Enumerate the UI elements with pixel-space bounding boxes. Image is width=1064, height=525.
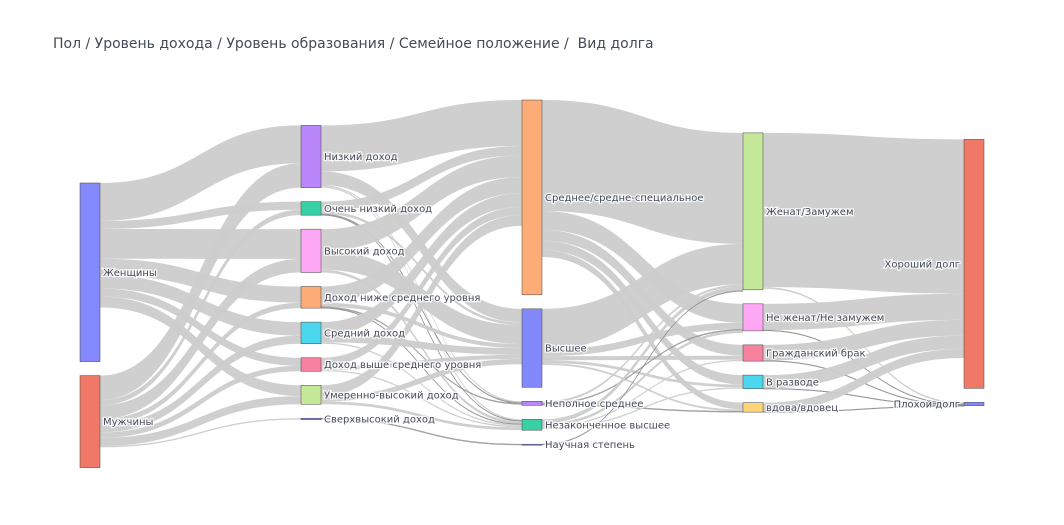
sankey-link-m-inc_mhigh[interactable] — [100, 396, 301, 446]
sankey-node-ms_div[interactable] — [742, 374, 764, 389]
sankey-node-label-f: Женщины — [103, 268, 157, 279]
sankey-link-inc_high-edu_sec[interactable] — [321, 155, 522, 251]
sankey-node-inc_below[interactable] — [300, 286, 322, 309]
sankey-node-edu_sec[interactable] — [521, 99, 543, 296]
sankey-link-ms_wid-debt_bad[interactable] — [762, 405, 965, 413]
sankey-link-edu_high-ms_married[interactable] — [542, 243, 743, 350]
sankey-link-ms_div-debt_good[interactable] — [763, 335, 964, 389]
sankey-link-edu_high-ms_civil[interactable] — [542, 355, 743, 361]
sankey-node-label-edu_inch: Незаконченное высшее — [545, 420, 670, 431]
sankey-node-debt_bad[interactable] — [963, 402, 985, 406]
sankey-node-inc_vlow[interactable] — [300, 201, 322, 216]
sankey-link-edu_inch-ms_civil[interactable] — [542, 359, 743, 428]
sankey-node-ms_civil[interactable] — [742, 344, 764, 362]
sankey-link-m-inc_vhigh[interactable] — [100, 418, 301, 448]
sankey-link-m-inc_vlow[interactable] — [100, 209, 301, 406]
sankey-link-edu_high-ms_div[interactable] — [542, 360, 743, 388]
sankey-link-edu_incs-ms_married[interactable] — [542, 284, 743, 404]
sankey-link-f-inc_low[interactable] — [100, 125, 301, 221]
sankey-node-inc_high[interactable] — [300, 228, 322, 273]
sankey-node-edu_sci[interactable] — [521, 443, 543, 446]
sankey-link-edu_sec-ms_wid[interactable] — [542, 250, 743, 410]
sankey-node-label-edu_high: Высшее — [545, 344, 587, 355]
sankey-link-inc_mid-edu_high[interactable] — [321, 335, 522, 355]
sankey-link-edu_high-ms_single[interactable] — [542, 322, 743, 357]
sankey-node-label-edu_sec: Среднее/средне-специальное — [545, 193, 704, 204]
sankey-link-edu_inch-ms_married[interactable] — [542, 286, 743, 424]
sankey-link-inc_low-edu_sec[interactable] — [321, 100, 522, 172]
sankey-node-inc_mhigh[interactable] — [300, 385, 322, 405]
sankey-node-label-edu_sci: Научная степень — [545, 440, 635, 451]
sankey-link-m-inc_above[interactable] — [100, 365, 301, 438]
sankey-link-f-inc_high[interactable] — [100, 229, 301, 259]
sankey-node-edu_high[interactable] — [521, 308, 543, 388]
sankey-link-edu_inch-ms_div[interactable] — [542, 387, 743, 429]
sankey-node-label-inc_below: Доход ниже среднего уровня — [324, 293, 480, 304]
sankey-node-label-m: Мужчины — [103, 417, 153, 428]
sankey-link-edu_sec-ms_married[interactable] — [542, 100, 743, 244]
sankey-node-label-edu_incs: Неполное среднее — [545, 399, 643, 410]
sankey-link-inc_mhigh-edu_high[interactable] — [321, 358, 522, 402]
sankey-node-label-ms_civil: Гражданский брак — [766, 349, 866, 360]
sankey-link-edu_high-ms_wid[interactable] — [542, 362, 743, 412]
sankey-node-label-inc_mid: Средний доход — [324, 328, 405, 339]
sankey-link-inc_mhigh-edu_inch[interactable] — [321, 401, 522, 431]
chart-title: Пол / Уровень дохода / Уровень образован… — [53, 36, 654, 52]
sankey-link-ms_wid-debt_good[interactable] — [763, 348, 964, 412]
sankey-link-inc_above-edu_sec[interactable] — [321, 206, 522, 366]
sankey-node-label-ms_wid: вдова/вдовец — [766, 403, 838, 414]
sankey-link-inc_high-edu_high[interactable] — [321, 250, 522, 345]
sankey-node-label-ms_single: Не женат/Не замужем — [766, 313, 884, 324]
sankey-node-edu_incs[interactable] — [521, 401, 543, 406]
sankey-link-ms_civil-debt_good[interactable] — [763, 319, 964, 361]
sankey-link-inc_vlow-edu_sec[interactable] — [321, 146, 522, 212]
sankey-node-label-inc_low: Низкий доход — [324, 152, 398, 163]
sankey-link-inc_above-edu_high[interactable] — [321, 354, 522, 370]
sankey-node-label-debt_bad: Плохой долг — [894, 399, 960, 410]
sankey-node-label-ms_div: В разводе — [766, 377, 819, 388]
sankey-link-m-inc_high[interactable] — [100, 258, 301, 419]
sankey-node-f[interactable] — [79, 182, 101, 362]
sankey-link-inc_mhigh-edu_sec[interactable] — [321, 215, 522, 397]
sankey-node-inc_vhigh[interactable] — [300, 417, 322, 420]
sankey-node-ms_wid[interactable] — [742, 402, 764, 413]
sankey-link-edu_sec-ms_single[interactable] — [542, 210, 743, 323]
sankey-node-label-inc_mhigh: Умеренно-высокий доход — [324, 390, 459, 401]
sankey-link-inc_below-edu_high[interactable] — [321, 302, 522, 349]
sankey-node-label-inc_high: Высокий доход — [324, 246, 405, 257]
sankey-node-ms_single[interactable] — [742, 303, 764, 332]
sankey-node-debt_good[interactable] — [963, 139, 985, 389]
sankey-link-ms_married-debt_good[interactable] — [763, 132, 964, 294]
nodes-layer — [79, 99, 985, 468]
sankey-node-edu_inch[interactable] — [521, 419, 543, 431]
sankey-link-inc_below-edu_sec[interactable] — [321, 177, 522, 303]
sankey-node-ms_married[interactable] — [742, 132, 764, 291]
sankey-link-edu_sci-ms_married[interactable] — [541, 290, 744, 446]
sankey-node-inc_mid[interactable] — [300, 321, 322, 345]
sankey-link-edu_inch-ms_single[interactable] — [542, 330, 743, 427]
sankey-node-label-ms_married: Женат/Замужем — [766, 207, 854, 218]
sankey-link-inc_above-edu_inch[interactable] — [321, 369, 522, 428]
sankey-node-m[interactable] — [79, 375, 101, 468]
sankey-node-label-inc_vlow: Очень низкий доход — [324, 204, 432, 215]
sankey-node-label-inc_above: Доход выше среднего уровня — [324, 360, 481, 371]
sankey-node-label-inc_vhigh: Сверхвысокий доход — [324, 414, 435, 425]
sankey-node-inc_low[interactable] — [300, 125, 322, 188]
sankey-link-m-inc_below[interactable] — [100, 302, 301, 425]
links-layer — [100, 100, 965, 448]
sankey-link-inc_mid-edu_sec[interactable] — [321, 193, 522, 336]
sankey-link-ms_single-debt_good[interactable] — [763, 293, 964, 331]
sankey-link-m-inc_low[interactable] — [100, 163, 301, 400]
sankey-node-label-debt_good: Хороший долг — [885, 259, 960, 270]
sankey-link-m-inc_mid[interactable] — [100, 335, 301, 433]
sankey-link-f-inc_above[interactable] — [100, 288, 301, 366]
sankey-link-f-inc_mhigh[interactable] — [100, 296, 301, 397]
sankey-link-inc_mid-edu_inch[interactable] — [321, 342, 522, 426]
sankey-node-inc_above[interactable] — [300, 357, 322, 372]
